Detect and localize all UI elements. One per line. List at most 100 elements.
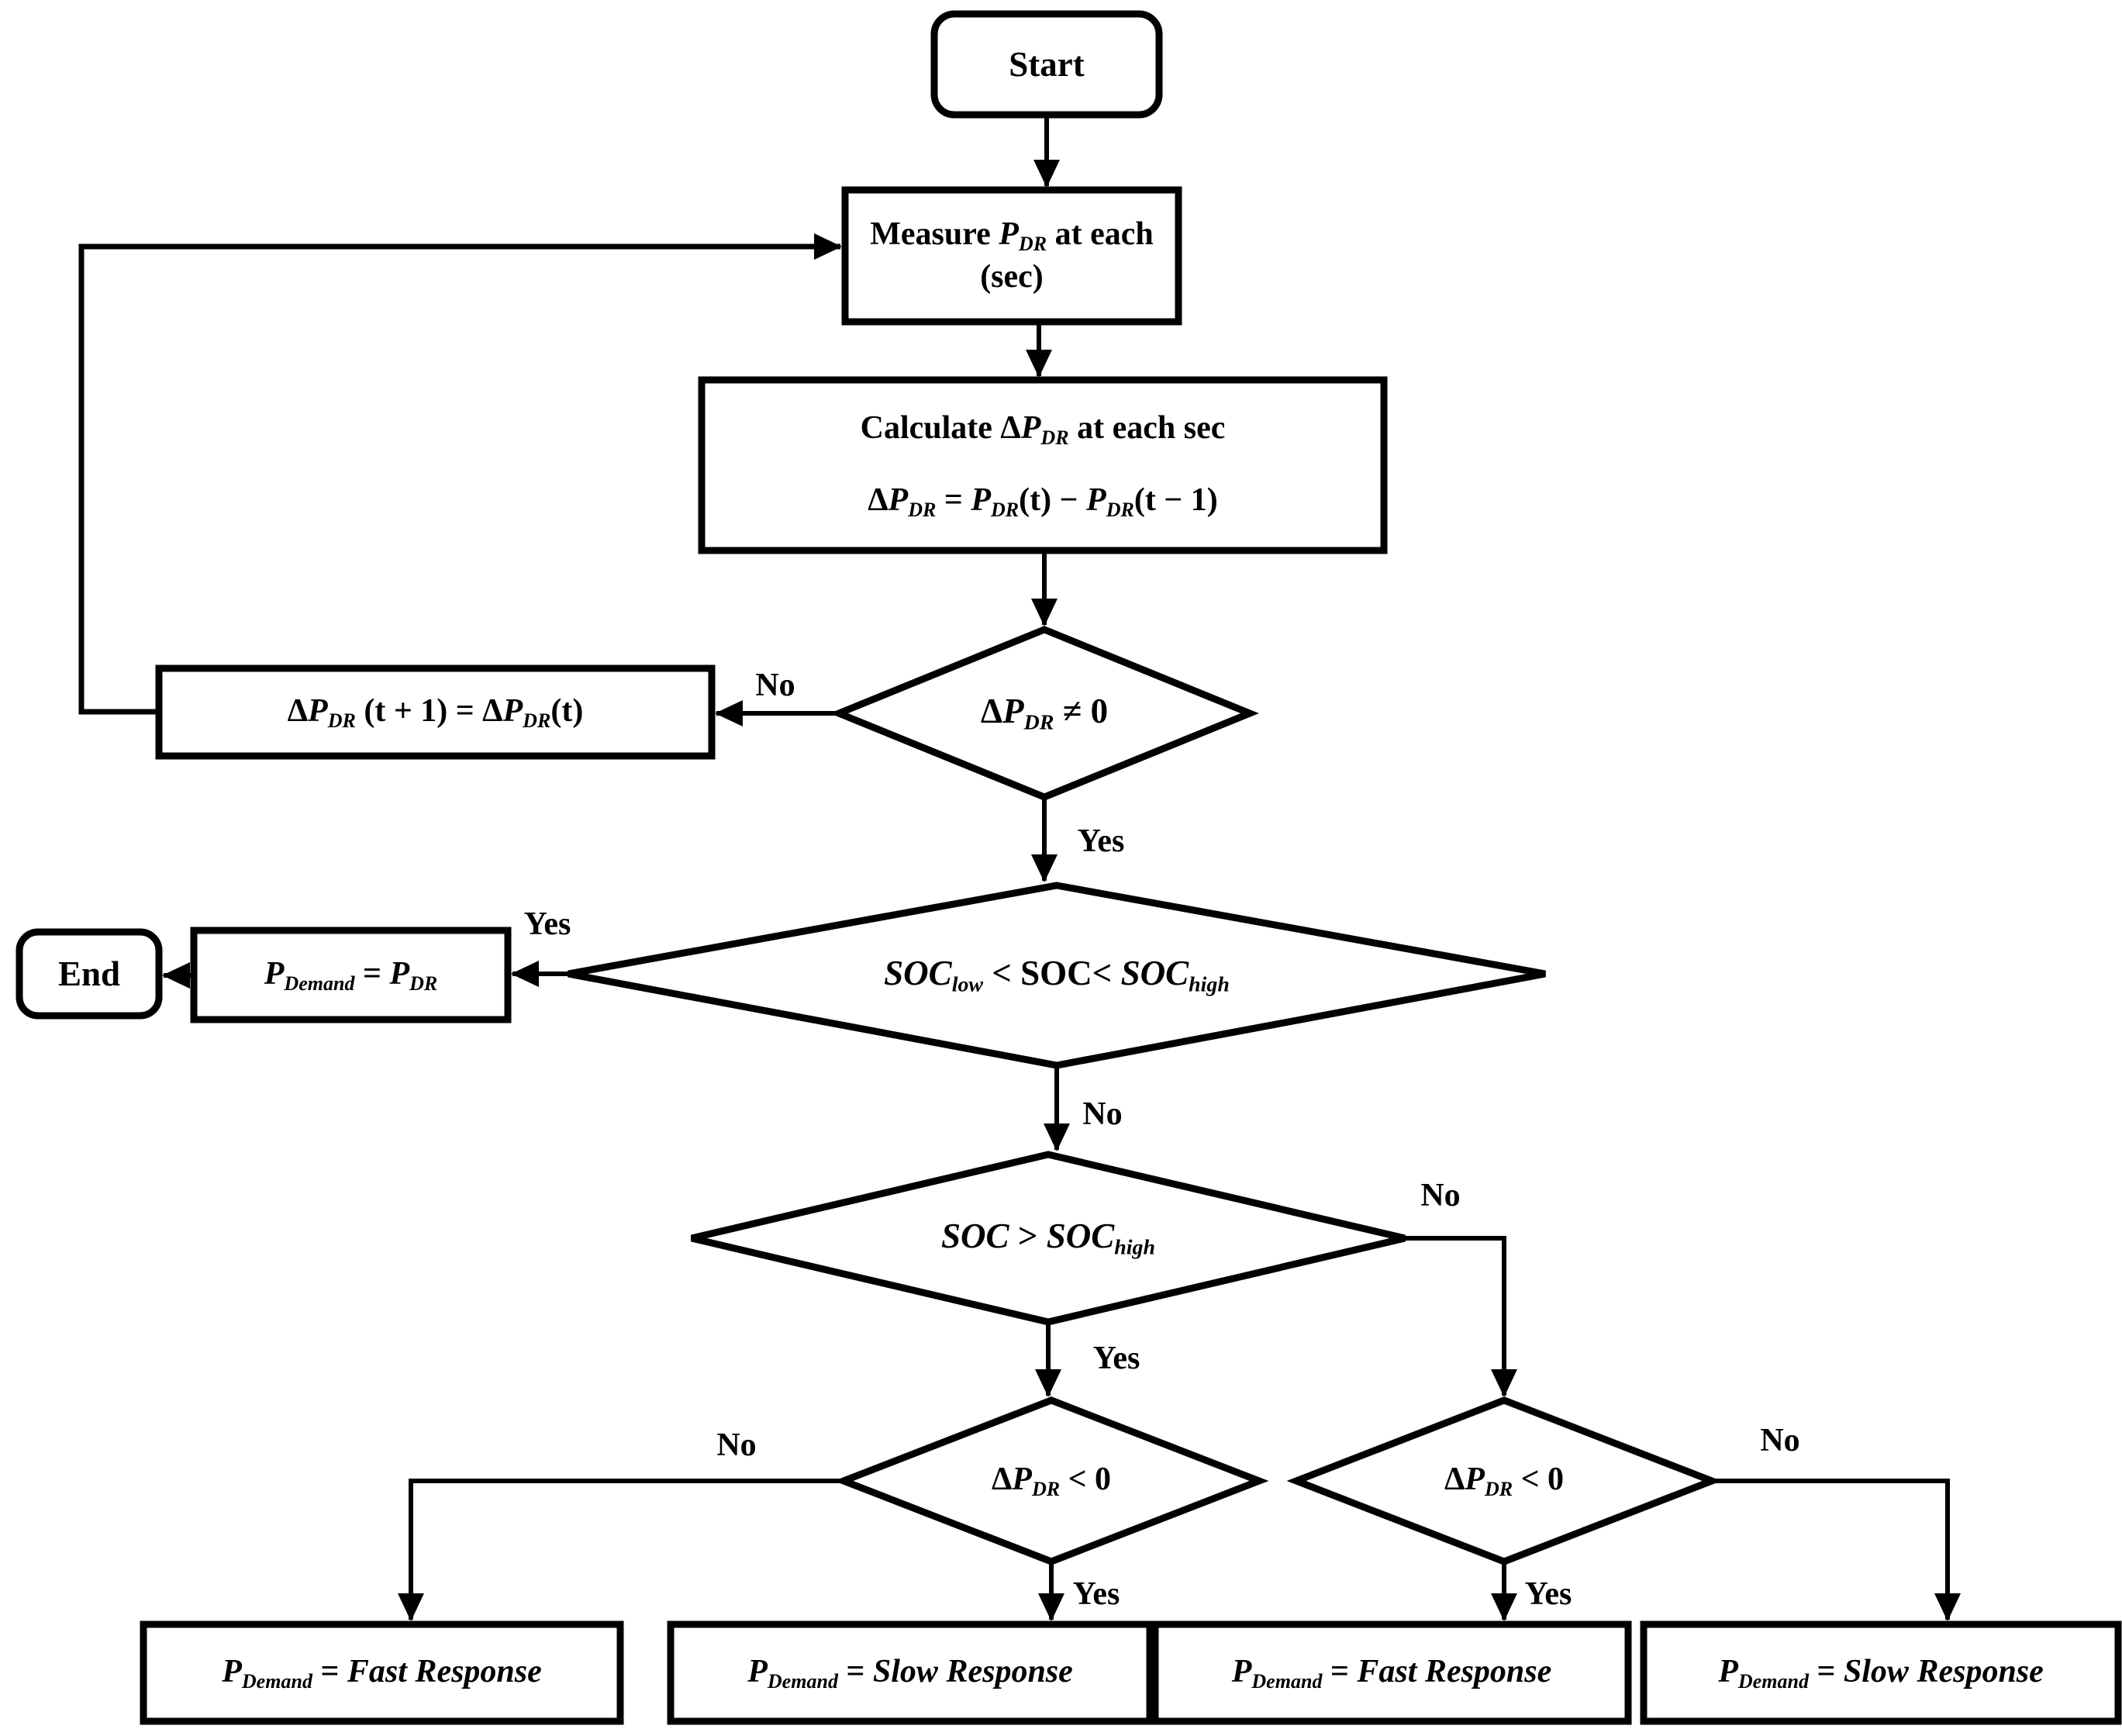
text-segment: DR <box>1040 426 1069 449</box>
text-segment: P <box>308 692 328 729</box>
text-segment: Fast Response <box>347 1653 542 1689</box>
measure-text-line2: (sec) <box>980 257 1044 298</box>
branch-label-d3-yes: Yes <box>1092 1341 1140 1376</box>
text-segment: Demand <box>241 1669 312 1693</box>
measure-text-line1: Measure PDR at each <box>870 214 1153 257</box>
text-segment: P <box>1718 1653 1738 1689</box>
text-segment: P <box>1231 1653 1252 1689</box>
text-segment: Calculate Δ <box>860 409 1021 446</box>
decision-soc-high-label: SOC > SOChigh <box>692 1154 1405 1322</box>
measure-node-label: Measure PDR at each (sec) <box>845 190 1178 322</box>
text-segment: SOC <box>884 954 952 993</box>
text-segment: > <box>1009 1217 1047 1256</box>
branch-label-d4left-no: No <box>716 1427 757 1463</box>
text-segment: DR <box>1031 1478 1061 1501</box>
text-segment: DR <box>1018 232 1047 255</box>
branch-label-d2-no: No <box>1082 1096 1123 1132</box>
slow-response-left-text: PDemand = Slow Response <box>747 1651 1073 1694</box>
end-node-label: End <box>19 932 159 1016</box>
decision-soc-window-text: SOClow < SOC< SOChigh <box>884 951 1230 999</box>
branch-label-d2-yes: Yes <box>523 906 571 942</box>
text-segment: DR <box>523 709 551 732</box>
text-segment: Δ <box>991 1462 1013 1498</box>
text-segment: Demand <box>1251 1669 1323 1693</box>
text-segment: P <box>264 955 285 992</box>
start-node-label: Start <box>934 14 1159 115</box>
text-segment: Δ <box>868 482 888 518</box>
decision-dpdr-neg-right-text: ΔPDR < 0 <box>1444 1459 1564 1502</box>
loop-update-node-shape <box>155 664 716 760</box>
text-segment: P <box>222 1653 242 1689</box>
set-pdemand-pdr-shape <box>190 927 512 1023</box>
text-segment: SOC <box>1120 954 1189 993</box>
fast-response-left-label: PDemand = Fast Response <box>143 1624 620 1721</box>
text-segment: DR <box>1023 710 1054 735</box>
text-segment: Slow Response <box>1843 1653 2044 1689</box>
branch-label-d4right-no: No <box>1760 1423 1800 1458</box>
text-segment: P <box>747 1653 768 1689</box>
text-segment: P <box>999 216 1019 253</box>
text-segment: = <box>936 482 971 518</box>
decision-dpdr-nonzero-shape <box>830 626 1259 801</box>
edge-d4left-no-to-fastleft <box>398 1479 844 1621</box>
text-segment: Δ <box>1444 1462 1465 1498</box>
text-segment: at each sec <box>1068 409 1226 446</box>
decision-dpdr-nonzero-label: ΔPDR ≠ 0 <box>839 630 1250 797</box>
text-segment: DR <box>327 709 356 732</box>
text-segment: high <box>1114 1235 1155 1260</box>
branch-label-d1-yes: Yes <box>1077 823 1125 859</box>
set-pdemand-pdr-label: PDemand = PDR <box>194 930 508 1020</box>
text-segment: < 0 <box>1060 1462 1112 1498</box>
text-segment: (t) − <box>1019 482 1087 518</box>
loop-update-text: ΔPDR (t + 1) = ΔPDR(t) <box>288 691 584 733</box>
branch-label-d3-no: No <box>1420 1178 1461 1213</box>
text-segment: Δ <box>287 692 309 729</box>
slow-response-left-shape <box>667 1620 1154 1725</box>
fast-response-left-text: PDemand = Fast Response <box>222 1651 542 1694</box>
text-segment: P <box>1020 409 1041 446</box>
text-segment: P <box>888 482 909 518</box>
text-segment: P <box>1012 1462 1032 1498</box>
text-segment: = <box>1808 1653 1844 1689</box>
text-segment: DR <box>908 498 937 521</box>
text-segment: (t − 1) <box>1133 482 1218 518</box>
edge-loopback-to-measure <box>78 233 842 715</box>
text-segment: at each <box>1047 216 1154 253</box>
text-segment: P <box>502 692 523 729</box>
text-segment: Demand <box>1737 1669 1809 1693</box>
fast-response-right-label: PDemand = Fast Response <box>1155 1624 1628 1721</box>
decision-soc-high-text: SOC > SOChigh <box>941 1214 1155 1261</box>
branch-label-d4left-yes: Yes <box>1072 1576 1120 1612</box>
text-segment: SOC <box>941 1217 1009 1256</box>
text-segment: P <box>971 482 991 518</box>
text-segment: DR <box>990 498 1020 521</box>
start-text: Start <box>1009 43 1084 86</box>
text-segment: P <box>1086 482 1106 518</box>
text-segment: < SOC< <box>983 954 1121 993</box>
text-segment: = <box>837 1653 873 1689</box>
slow-response-left-label: PDemand = Slow Response <box>671 1624 1150 1721</box>
text-segment: DR <box>1106 498 1134 521</box>
branch-label-d1-no: No <box>755 668 795 703</box>
text-segment: Δ <box>980 692 1003 731</box>
text-segment: Demand <box>284 972 355 995</box>
text-segment: ≠ 0 <box>1054 692 1109 731</box>
end-text: End <box>58 952 120 996</box>
text-segment: End <box>57 954 121 993</box>
slow-response-right-shape <box>1640 1620 2122 1725</box>
calculate-text-line2: ΔPDR = PDR(t) − PDR(t − 1) <box>868 480 1218 523</box>
slow-response-right-label: PDemand = Slow Response <box>1644 1624 2118 1721</box>
end-node-shape <box>16 928 163 1020</box>
calculate-node-shape <box>698 376 1388 554</box>
text-segment: Slow Response <box>872 1653 1073 1689</box>
edge-d4right-no-to-slowright <box>1712 1479 1961 1621</box>
text-segment: Start <box>1009 44 1085 84</box>
calculate-text-line1: Calculate ΔPDR at each sec <box>861 408 1226 450</box>
edge-d3-no-to-d4right <box>1405 1236 1517 1397</box>
fast-response-right-text: PDemand = Fast Response <box>1232 1651 1552 1694</box>
calculate-node-label: Calculate ΔPDR at each sec ΔPDR = PDR(t)… <box>702 380 1384 550</box>
text-segment: low <box>951 972 984 997</box>
text-segment: Demand <box>767 1669 838 1693</box>
